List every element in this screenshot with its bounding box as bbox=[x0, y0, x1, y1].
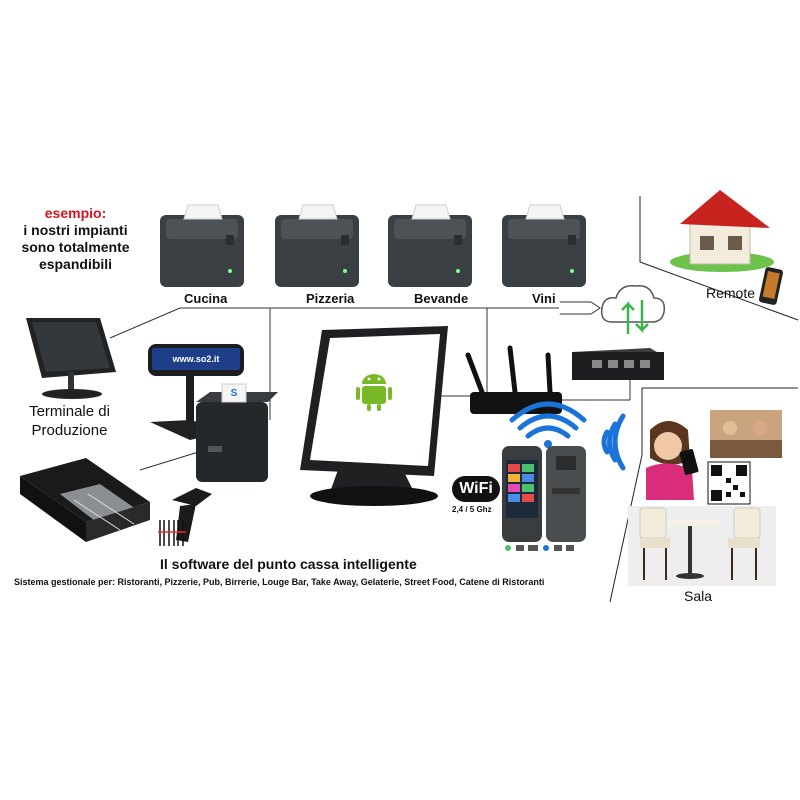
printer-label-pizzeria: Pizzeria bbox=[306, 291, 355, 306]
sala-photo-people bbox=[710, 410, 782, 458]
tablet-terminal bbox=[26, 318, 116, 399]
receipt-printer: S bbox=[196, 383, 278, 482]
printer-label-cucina: Cucina bbox=[184, 291, 228, 306]
wifi-waves-icon bbox=[509, 401, 587, 448]
woman-with-phone bbox=[646, 421, 699, 500]
wifi-side-waves-icon bbox=[601, 413, 626, 471]
intro-text-block: esempio: i nostri impianti sono totalmen… bbox=[8, 205, 143, 273]
wifi-band-label: 2,4 / 5 Ghz bbox=[452, 505, 492, 514]
sala-frame-line bbox=[609, 388, 643, 603]
printer-vini bbox=[502, 204, 586, 287]
handheld-feature-icons bbox=[505, 545, 574, 551]
android-logo-icon bbox=[356, 374, 392, 411]
remote-label: Remote bbox=[706, 285, 756, 301]
wifi-badge: WiFi bbox=[452, 476, 500, 502]
dining-table-chairs bbox=[628, 506, 776, 586]
pos-monitor bbox=[300, 326, 448, 506]
remote-frame-line bbox=[639, 196, 799, 321]
terminal-label: Terminale di Produzione bbox=[29, 403, 110, 439]
printer-bevande bbox=[388, 204, 472, 287]
handheld-back bbox=[546, 446, 586, 542]
qr-code-icon bbox=[707, 461, 751, 505]
printer-label-vini: Vini bbox=[532, 291, 556, 306]
sala-label: Sala bbox=[684, 588, 713, 604]
house-icon bbox=[670, 190, 774, 272]
caption-title: Il software del punto cassa intelligente bbox=[160, 556, 417, 572]
printer-cucina bbox=[160, 204, 244, 287]
caption-subtitle: Sistema gestionale per: Ristoranti, Pizz… bbox=[14, 577, 545, 587]
drawer-connection bbox=[139, 449, 206, 471]
mini-pc-box bbox=[572, 348, 664, 380]
router-icon bbox=[465, 345, 562, 414]
barcode-scanner bbox=[158, 488, 212, 546]
printer-label-bevande: Bevande bbox=[414, 291, 469, 306]
handheld-front bbox=[502, 446, 542, 542]
bus-arrow-shape bbox=[560, 301, 601, 315]
customer-display-text: www.so2.it bbox=[152, 348, 240, 370]
printer-pizzeria bbox=[275, 204, 359, 287]
svg-text:S: S bbox=[231, 388, 238, 399]
terminal-connection bbox=[109, 307, 181, 339]
remote-phone-icon bbox=[759, 267, 783, 305]
intro-text: i nostri impianti sono totalmente espand… bbox=[21, 222, 130, 272]
intro-highlight: esempio: bbox=[44, 205, 107, 221]
cloud-sync-icon bbox=[600, 285, 666, 334]
cash-drawer bbox=[20, 458, 150, 542]
